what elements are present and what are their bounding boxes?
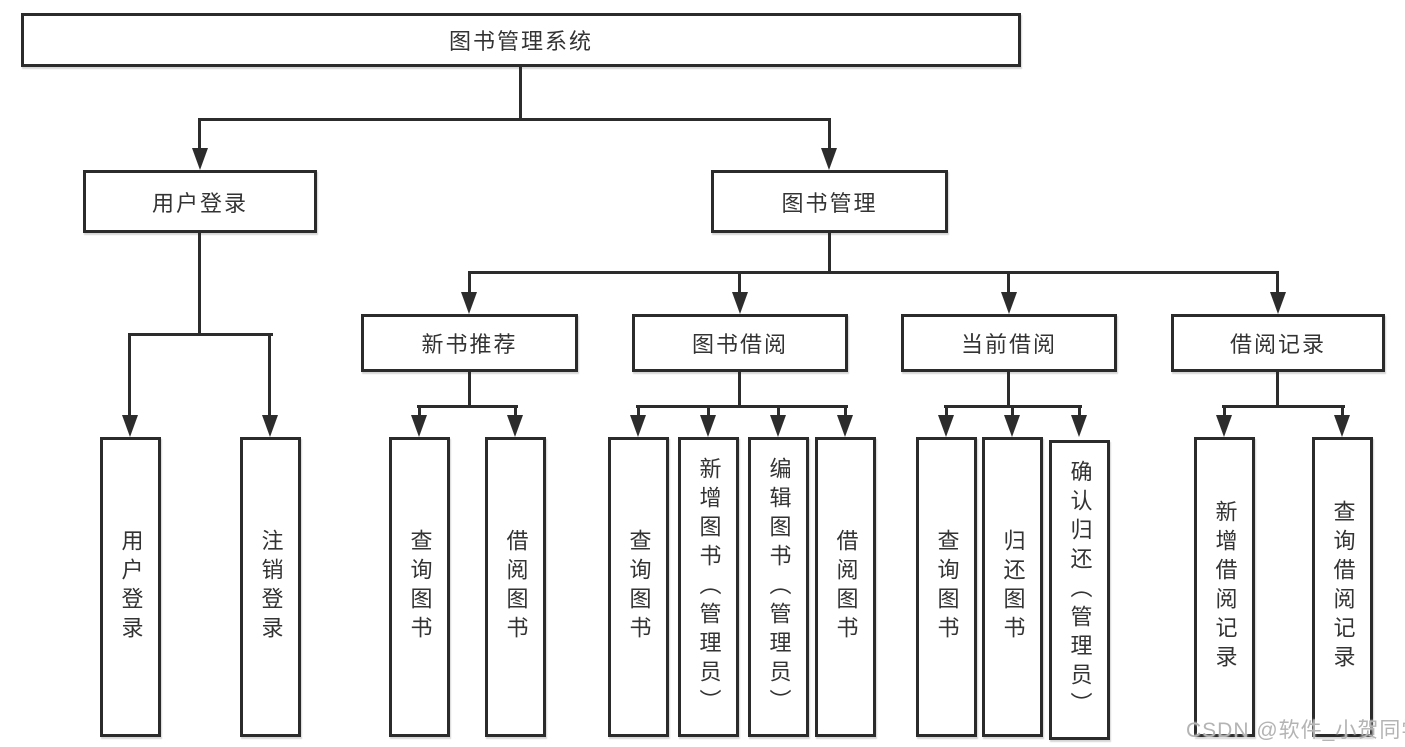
connector-stem-leaf-logout [268,333,271,417]
connector-stem [418,405,421,417]
arrow-down-icon [1001,292,1017,314]
arrow-down-icon [1071,415,1087,437]
connector-stem [1078,405,1081,417]
leaf-cb-confirm-return-admin: 确认归还（管理员） [1049,440,1110,740]
arrow-down-icon [262,415,278,437]
connector-nbr-horizontal [417,405,518,408]
node-label: 当前借阅 [960,332,1057,357]
connector-stem-book-borrow [738,271,741,295]
connector-nbr-vertical [468,372,471,408]
leaf-nbr-query-books: 查询图书 [389,437,450,737]
leaf-logout: 注销登录 [240,437,301,737]
connector-stem [1011,405,1014,417]
leaf-cb-query-books: 查询图书 [916,437,977,737]
connector-stem [707,405,710,417]
connector-stem-user-login [198,118,201,151]
node-label: 确认归还（管理员） [1067,459,1093,721]
arrow-down-icon [700,415,716,437]
arrow-down-icon [1216,415,1232,437]
node-label: 新书推荐 [421,332,518,357]
arrow-down-icon [507,415,523,437]
connector-stem [945,405,948,417]
csdn-watermark: CSDN @软件_小贺同学 [1186,719,1405,742]
node-label: 编辑图书（管理员） [766,456,792,718]
arrow-down-icon [821,148,837,170]
node-label: 注销登录 [258,529,284,645]
leaf-bb-edit-books-admin: 编辑图书（管理员） [748,437,809,737]
leaf-br-query-record: 查询借阅记录 [1312,437,1373,737]
connector-stem [637,405,640,417]
node-label: 查询图书 [407,529,433,645]
arrow-down-icon [1334,415,1350,437]
leaf-bb-query-books: 查询图书 [608,437,669,737]
connector-stem-leaf-user-login [128,333,131,417]
connector-bookmgmt-vertical [828,233,831,274]
connector-cb-vertical [1007,372,1010,408]
node-label: 查询借阅记录 [1330,500,1356,674]
arrow-down-icon [192,148,208,170]
connector-stem-book-management [828,118,831,151]
leaf-bb-borrow-books: 借阅图书 [815,437,876,737]
arrow-down-icon [122,415,138,437]
connector-root-horizontal [198,118,831,121]
node-label: 图书管理 [781,190,878,216]
node-label: 图书管理系统 [448,29,593,54]
leaf-nbr-borrow-books: 借阅图书 [485,437,546,737]
connector-stem [777,405,780,417]
node-borrow-records: 借阅记录 [1171,314,1385,372]
arrow-down-icon [837,415,853,437]
arrow-down-icon [461,292,477,314]
connector-userlogin-vertical [198,233,201,336]
node-label: 归还图书 [1000,529,1026,645]
node-label: 借阅记录 [1229,332,1326,357]
connector-br-vertical [1276,372,1279,408]
node-library-management-system: 图书管理系统 [21,13,1021,67]
leaf-br-add-record: 新增借阅记录 [1194,437,1255,737]
node-book-borrow: 图书借阅 [632,314,848,372]
arrow-down-icon [1270,292,1286,314]
node-label: 查询图书 [626,529,652,645]
node-label: 查询图书 [934,529,960,645]
connector-stem [1341,405,1344,417]
node-current-borrow: 当前借阅 [901,314,1117,372]
node-label: 借阅图书 [503,529,529,645]
connector-stem-borrow-records [1276,271,1279,295]
node-book-management: 图书管理 [711,170,948,233]
arrow-down-icon [1004,415,1020,437]
connector-stem-new-book-recommend [468,271,471,295]
connector-bookmgmt-horizontal [468,271,1279,274]
connector-bb-horizontal [636,405,848,408]
connector-root-vertical [519,67,522,119]
connector-stem [844,405,847,417]
arrow-down-icon [630,415,646,437]
node-label: 新增图书（管理员） [696,456,722,718]
leaf-cb-return-books: 归还图书 [982,437,1043,737]
node-new-book-recommend: 新书推荐 [361,314,578,372]
node-label: 借阅图书 [833,529,859,645]
arrow-down-icon [938,415,954,437]
node-label: 图书借阅 [691,332,788,357]
connector-userlogin-horizontal [128,333,273,336]
connector-stem [1223,405,1226,417]
leaf-bb-add-books-admin: 新增图书（管理员） [678,437,739,737]
arrow-down-icon [770,415,786,437]
node-label: 用户登录 [151,190,248,216]
connector-stem-current-borrow [1007,271,1010,295]
node-label: 用户登录 [118,529,144,645]
connector-bb-vertical [738,372,741,408]
connector-br-horizontal [1222,405,1345,408]
leaf-user-login: 用户登录 [100,437,161,737]
arrow-down-icon [411,415,427,437]
node-user-login: 用户登录 [83,170,317,233]
connector-stem [514,405,517,417]
arrow-down-icon [732,292,748,314]
node-label: 新增借阅记录 [1212,500,1238,674]
